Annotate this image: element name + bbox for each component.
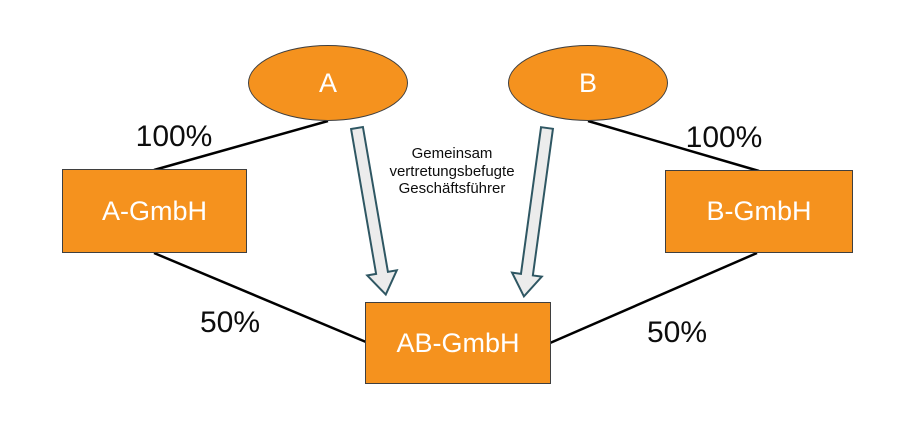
node-company-b: B-GmbH bbox=[665, 170, 853, 253]
node-person-a-label: A bbox=[318, 67, 337, 98]
node-company-a: A-GmbH bbox=[62, 169, 247, 253]
edge-bgmbh-to-abgmbh bbox=[549, 251, 758, 345]
edge-a-to-agmbh bbox=[153, 119, 329, 172]
edge-label-b-100pct: 100% bbox=[685, 121, 763, 154]
edge-b-to-bgmbh bbox=[587, 119, 760, 173]
node-company-ab-label: AB-GmbH bbox=[396, 327, 520, 358]
block-arrow-a-to-abgmbh-icon bbox=[349, 125, 399, 297]
annotation-joint-managing-directors: Gemeinsam vertretungsbefugte Geschäftsfü… bbox=[389, 144, 515, 197]
edge-label-a-100pct: 100% bbox=[135, 120, 213, 153]
edge-agmbh-to-abgmbh bbox=[153, 251, 367, 344]
node-person-b: B bbox=[508, 45, 668, 121]
node-person-b-label: B bbox=[578, 67, 597, 98]
node-company-ab: AB-GmbH bbox=[365, 302, 551, 384]
node-person-a: A bbox=[248, 45, 408, 121]
block-arrow-b-to-abgmbh-icon bbox=[510, 126, 555, 299]
node-company-b-label: B-GmbH bbox=[706, 196, 812, 226]
edge-label-agmbh-50pct: 50% bbox=[199, 306, 261, 339]
edge-label-bgmbh-50pct: 50% bbox=[646, 316, 708, 349]
node-company-a-label: A-GmbH bbox=[101, 195, 207, 226]
